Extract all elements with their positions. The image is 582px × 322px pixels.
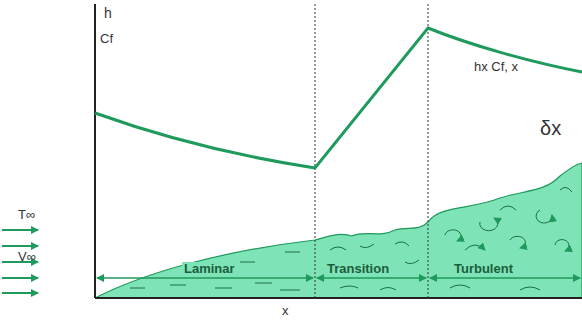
boundary-layer [95,163,582,298]
region-extent-arrows [97,277,580,279]
free-stream-arrows [2,230,38,293]
free-stream-temperature: T∞ [18,208,35,221]
turbulent-eddies [445,187,572,290]
curve-label: hx Cf, x [474,60,518,73]
free-stream-velocity: V∞ [18,250,36,263]
region-divider [315,4,316,298]
region-name: Turbulent [452,262,515,275]
region-divider [428,4,429,298]
axis-symbol: Cf [100,32,113,45]
x-axis [95,297,582,299]
axis-symbol: h [104,6,112,20]
coefficient-curve [95,28,582,168]
thickness-label: δx [540,118,561,138]
y-axis [94,4,96,298]
axis-symbol: x [282,304,289,317]
laminar-streaks [130,252,300,290]
region-name: Transition [325,262,391,275]
region-name: Laminar [182,262,237,275]
